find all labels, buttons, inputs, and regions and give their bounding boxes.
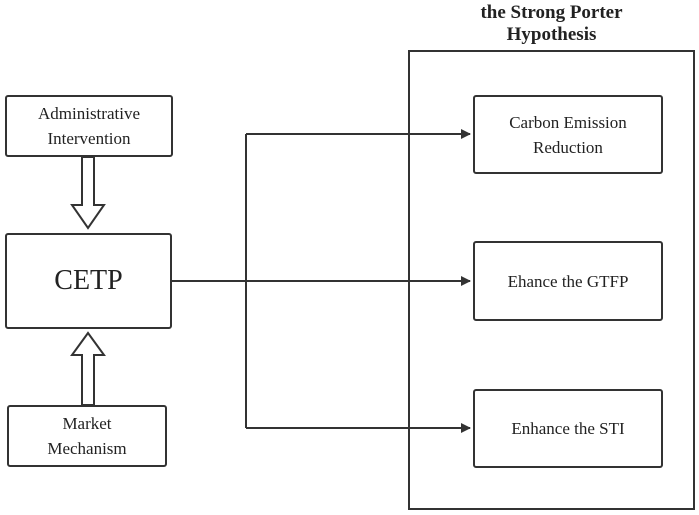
node-enhance-gtfp: Ehance the GTFP — [473, 241, 663, 321]
hollow-arrow-admin-to-cetp — [70, 156, 106, 230]
node-enhance-sti: Enhance the STI — [473, 389, 663, 468]
node-cetp-label: CETP — [54, 265, 123, 296]
node-market-mechanism: Market Mechanism — [7, 405, 167, 467]
node-cetp: CETP — [5, 233, 172, 329]
node-administrative-label: Administrative Intervention — [38, 104, 140, 148]
node-carbon-emission-reduction: Carbon Emission Reduction — [473, 95, 663, 174]
node-sti-label: Enhance the STI — [511, 419, 625, 438]
node-gtfp-label: Ehance the GTFP — [507, 271, 629, 291]
node-carbon-label: Carbon Emission Reduction — [509, 112, 627, 157]
node-market-label: Market Mechanism — [47, 414, 127, 458]
node-administrative-intervention: Administrative Intervention — [5, 95, 173, 157]
hollow-arrow-market-to-cetp — [70, 331, 106, 406]
hypothesis-frame — [408, 50, 695, 510]
hypothesis-title: the Strong Porter Hypothesis — [480, 2, 623, 45]
